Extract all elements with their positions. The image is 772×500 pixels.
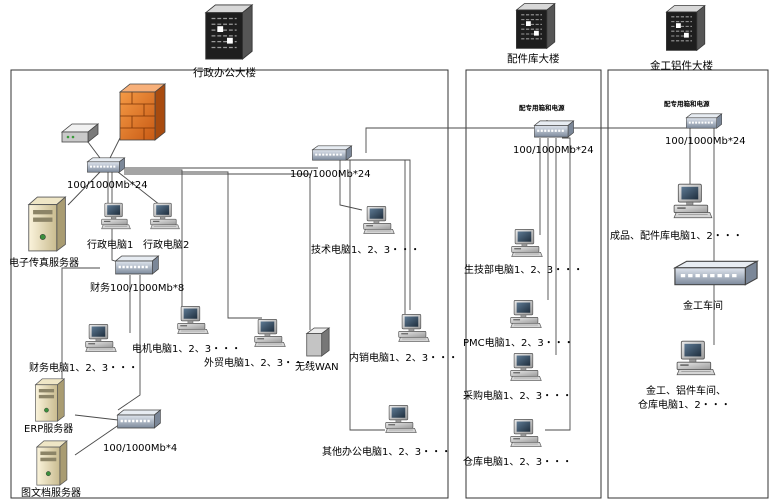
router-icon	[61, 123, 99, 143]
switch-parts-main-icon	[533, 120, 575, 138]
switch-metal-main-label: 100/1000Mb*24	[665, 136, 746, 147]
pc-icon	[676, 340, 716, 376]
pc-admin1-label: 行政电脑1	[87, 238, 133, 251]
parts-rack-icon	[515, 3, 556, 49]
server-erp-label: ERP服务器	[24, 422, 73, 435]
pc-icon	[510, 352, 542, 382]
pc-icon	[85, 323, 117, 353]
switch-admin-mid-label: 100/1000Mb*24	[290, 169, 371, 180]
pc-other: 其他办公电脑1、2、3・・・	[322, 404, 451, 458]
admin-building: 行政办公大楼	[193, 4, 256, 79]
switch-parts-main: 配专用箱和电源 100/1000Mb*24	[513, 103, 594, 156]
pc-metal-label-line1: 金工、铝件车间、	[646, 384, 726, 397]
switch-admin-main: 100/1000Mb*24	[67, 157, 148, 191]
admin-rack-icon	[205, 4, 253, 60]
switch-finance-icon	[114, 255, 160, 275]
switch-server: 100/1000Mb*4	[103, 409, 177, 454]
switch-finance: 财务100/1000Mb*8	[90, 255, 184, 294]
pc-admin2-label: 行政电脑2	[143, 238, 189, 251]
pc-metal: 金工、铝件车间、 仓库电脑1、2・・・	[638, 340, 731, 411]
pc-icon	[385, 404, 417, 434]
pc-finance: 财务电脑1、2、3・・・	[29, 323, 138, 374]
server-fax-icon	[28, 196, 66, 252]
pc-icon	[363, 205, 395, 235]
pc-tech-label: 技术电脑1、2、3・・・	[311, 243, 420, 256]
pc-production-label: 生技部电脑1、2、3・・・	[464, 263, 583, 276]
switch-workshop: 金工车间	[673, 260, 759, 312]
admin-building-label: 行政办公大楼	[193, 66, 256, 79]
server-fax: 电子传真服务器	[9, 196, 79, 269]
metal-building-label: 金工铝件大楼	[650, 59, 713, 72]
pc-electrical: 电机电脑1、2、3・・・	[132, 305, 241, 355]
switch-parts-power-label: 配专用箱和电源	[519, 103, 565, 112]
switch-admin-mid-icon	[311, 145, 353, 161]
server-docs-label: 图文档服务器	[21, 486, 81, 499]
pc-admin2: 行政电脑2	[143, 202, 189, 251]
pc-icon	[150, 202, 180, 230]
pc-icon	[673, 183, 713, 219]
pc-icon	[510, 299, 542, 329]
switch-admin-main-icon	[86, 157, 126, 173]
server-fax-label: 电子传真服务器	[9, 256, 79, 269]
switch-admin-mid: 100/1000Mb*24	[290, 145, 371, 180]
switch-workshop-icon	[673, 260, 759, 286]
metal-building: 金工铝件大楼	[650, 5, 713, 72]
switch-server-icon	[116, 409, 162, 429]
pc-tech: 技术电脑1、2、3・・・	[311, 205, 420, 256]
pc-purchase-label: 采购电脑1、2、3・・・	[463, 389, 572, 402]
parts-building: 配件库大楼	[507, 3, 560, 65]
server-erp-icon	[34, 378, 65, 422]
switch-parts-main-label: 100/1000Mb*24	[513, 145, 594, 156]
parts-building-area	[465, 69, 602, 499]
switch-metal-power-label: 配专用箱和电源	[664, 99, 710, 108]
server-docs-icon	[36, 440, 68, 486]
switch-metal-main: 配专用箱和电源 100/1000Mb*24	[664, 99, 746, 147]
pc-warehouse: 仓库电脑1、2、3・・・	[463, 418, 572, 468]
pc-metal-label-line2: 仓库电脑1、2・・・	[638, 398, 731, 411]
pc-icon	[254, 318, 286, 348]
pc-trade: 外贸电脑1、2、3・・・	[204, 318, 313, 369]
workshop-label: 金工车间	[683, 299, 723, 312]
pc-icon	[101, 202, 131, 230]
pc-production: 生技部电脑1、2、3・・・	[464, 228, 583, 276]
pc-pmc: PMC电脑1、2、3・・・	[463, 299, 574, 349]
switch-admin-main-label: 100/1000Mb*24	[67, 180, 148, 191]
pc-admin1: 行政电脑1	[87, 202, 133, 251]
pc-finished: 成品、配件库电脑1、2・・・	[610, 183, 743, 242]
pc-domestic: 内销电脑1、2、3・・・	[349, 313, 458, 364]
pc-icon	[177, 305, 209, 335]
pc-trade-label: 外贸电脑1、2、3・・・	[204, 356, 313, 369]
server-erp: ERP服务器	[24, 378, 73, 435]
pc-other-label: 其他办公电脑1、2、3・・・	[322, 445, 451, 458]
metal-building-area	[607, 69, 769, 499]
wireless-wan: 无线WAN	[295, 327, 339, 373]
pc-finished-label: 成品、配件库电脑1、2・・・	[610, 229, 743, 242]
switch-metal-main-icon	[685, 113, 723, 129]
pc-icon	[511, 228, 543, 258]
server-docs: 图文档服务器	[21, 440, 81, 499]
switch-server-label: 100/1000Mb*4	[103, 443, 177, 454]
parts-building-label: 配件库大楼	[507, 52, 560, 65]
pc-electrical-label: 电机电脑1、2、3・・・	[132, 342, 241, 355]
pc-warehouse-label: 仓库电脑1、2、3・・・	[463, 455, 572, 468]
admin-building-area	[10, 69, 449, 499]
pc-finance-label: 财务电脑1、2、3・・・	[29, 361, 138, 374]
pc-domestic-label: 内销电脑1、2、3・・・	[349, 351, 458, 364]
pc-pmc-label: PMC电脑1、2、3・・・	[463, 336, 574, 349]
wireless-label: 无线WAN	[295, 360, 339, 373]
firewall	[118, 83, 167, 141]
pc-icon	[510, 418, 542, 448]
metal-rack-icon	[665, 5, 706, 51]
switch-finance-label: 财务100/1000Mb*8	[90, 281, 184, 294]
pc-icon	[398, 313, 430, 343]
wireless-box-icon	[306, 327, 330, 357]
pc-purchase: 采购电脑1、2、3・・・	[463, 352, 572, 402]
